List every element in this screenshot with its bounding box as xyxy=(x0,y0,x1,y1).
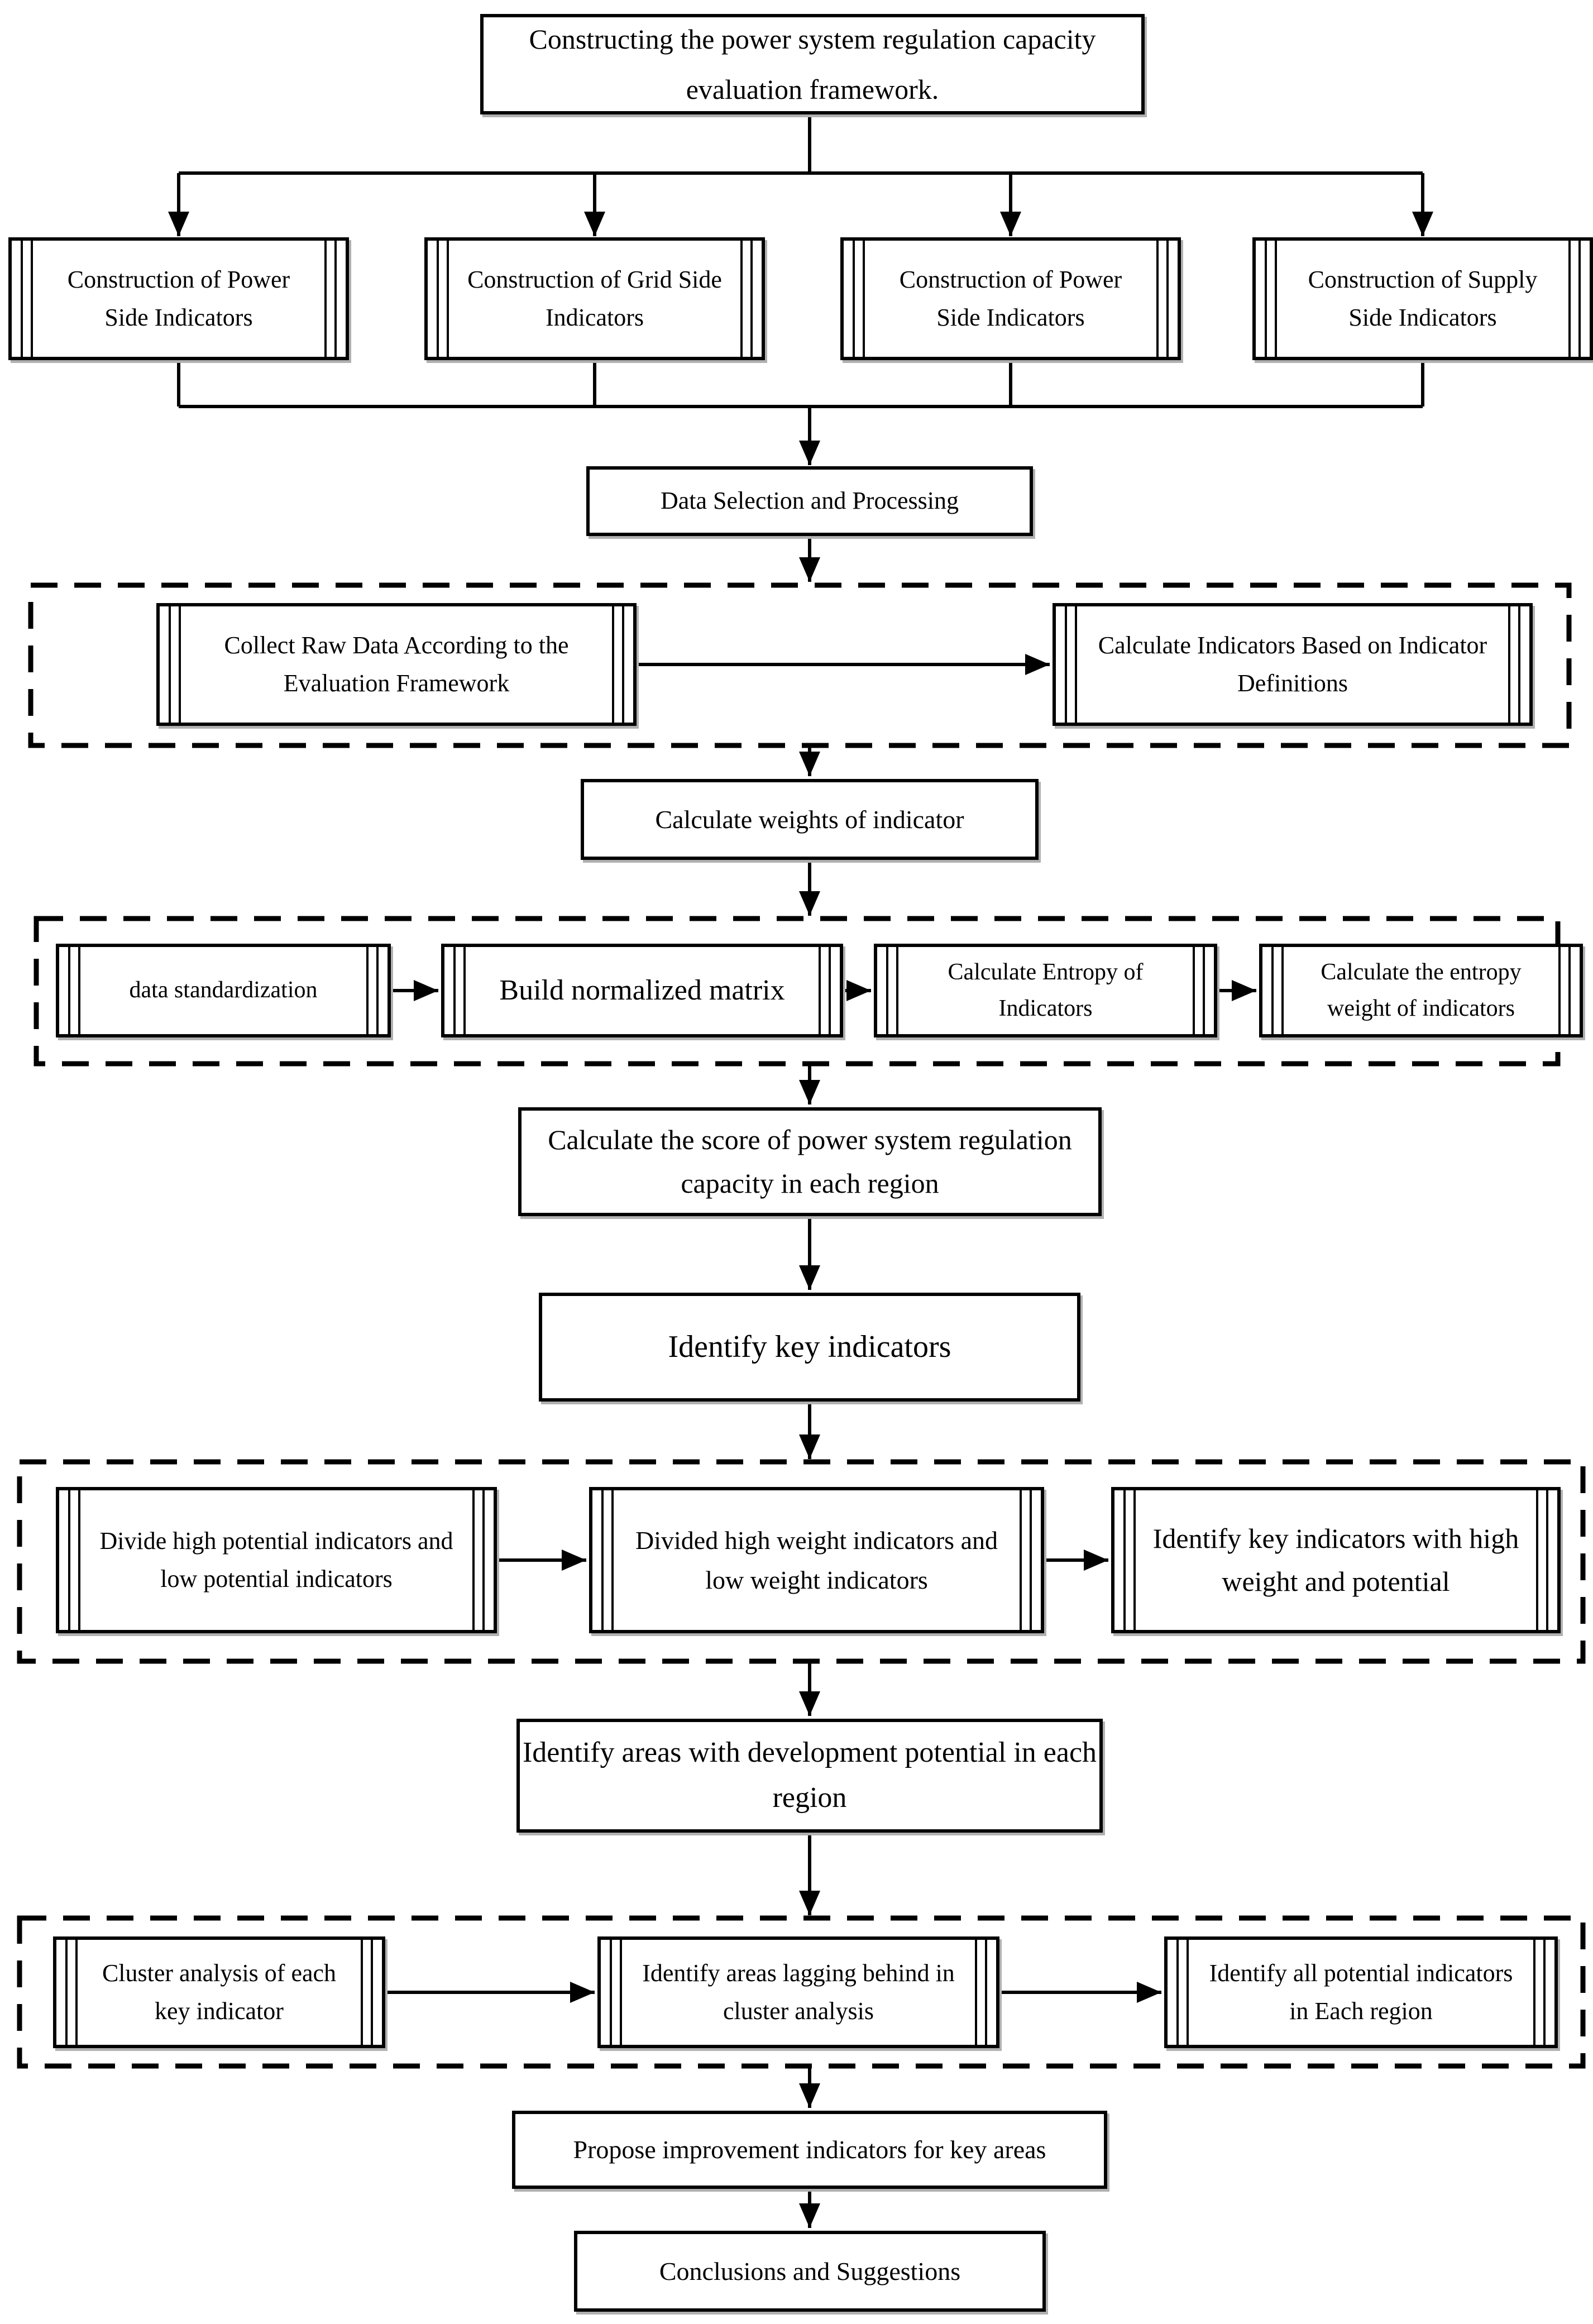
node-conclusions: Conclusions and Suggestions xyxy=(574,2231,1046,2312)
node-label: Identify key indicators xyxy=(668,1330,951,1365)
node-construction-grid-side: Construction of Grid Side Indicators xyxy=(424,237,765,360)
node-identify-areas: Identify areas with development potentia… xyxy=(516,1719,1103,1833)
dashed-group-key-indicators xyxy=(17,1459,1586,1664)
node-label: Construction of Grid Side Indicators xyxy=(467,265,722,331)
node-label: Construction of Power Side Indicators xyxy=(67,265,290,331)
node-label: data standardization xyxy=(129,977,318,1003)
node-label: Constructing the power system regulation… xyxy=(529,23,1096,105)
node-entropy-weight: Calculate the entropy weight of indicato… xyxy=(1259,944,1583,1037)
node-data-standardization: data standardization xyxy=(56,944,391,1037)
node-label: Calculate the score of power system regu… xyxy=(548,1124,1072,1199)
node-label: Identify all potential indicators in Eac… xyxy=(1209,1959,1513,2025)
node-label: Identify areas with development potentia… xyxy=(522,1737,1097,1814)
node-label: Divide high potential indicators and low… xyxy=(99,1527,453,1593)
node-label: Calculate weights of indicator xyxy=(655,805,964,834)
node-label: Calculate Entropy of Indicators xyxy=(948,959,1144,1021)
node-calculate-indicators: Calculate Indicators Based on Indicator … xyxy=(1053,603,1533,726)
node-construction-power-side-1: Construction of Power Side Indicators xyxy=(8,237,349,360)
node-all-potential-indicators: Identify all potential indicators in Eac… xyxy=(1164,1936,1558,2048)
dashed-group-data-processing xyxy=(28,582,1572,748)
node-label: Identify key indicators with high weight… xyxy=(1152,1522,1519,1598)
node-identify-key-indicators: Identify key indicators xyxy=(539,1293,1080,1402)
node-data-selection: Data Selection and Processing xyxy=(586,466,1033,536)
node-build-normalized-matrix: Build normalized matrix xyxy=(441,944,843,1037)
node-calculate-weights: Calculate weights of indicator xyxy=(581,779,1039,860)
node-label: Build normalized matrix xyxy=(499,974,785,1006)
node-label: Calculate the entropy weight of indicato… xyxy=(1321,959,1522,1021)
node-construction-supply-side: Construction of Supply Side Indicators xyxy=(1252,237,1593,360)
node-label: Cluster analysis of each key indicator xyxy=(102,1959,337,2025)
node-calculate-entropy: Calculate Entropy of Indicators xyxy=(874,944,1217,1037)
dashed-group-cluster-analysis xyxy=(17,1915,1586,2069)
node-construction-power-side-2: Construction of Power Side Indicators xyxy=(840,237,1181,360)
node-label: Collect Raw Data According to the Evalua… xyxy=(224,631,569,697)
node-lagging-areas: Identify areas lagging behind in cluster… xyxy=(597,1936,999,2048)
node-label: Calculate Indicators Based on Indicator … xyxy=(1098,631,1487,697)
node-label: Propose improvement indicators for key a… xyxy=(573,2135,1046,2164)
node-framework: Constructing the power system regulation… xyxy=(480,14,1145,114)
node-label: Conclusions and Suggestions xyxy=(659,2256,961,2285)
node-label: Construction of Power Side Indicators xyxy=(899,265,1122,331)
node-label: Data Selection and Processing xyxy=(661,487,959,515)
node-label: Divided high weight indicators and low w… xyxy=(635,1526,998,1594)
node-identify-key-high-weight: Identify key indicators with high weight… xyxy=(1111,1487,1561,1633)
node-collect-raw-data: Collect Raw Data According to the Evalua… xyxy=(156,603,637,726)
node-propose-improvement: Propose improvement indicators for key a… xyxy=(512,2111,1107,2189)
node-label: Identify areas lagging behind in cluster… xyxy=(642,1959,955,2025)
node-calculate-score: Calculate the score of power system regu… xyxy=(518,1107,1102,1216)
node-cluster-analysis: Cluster analysis of each key indicator xyxy=(53,1936,385,2048)
node-divide-weight: Divided high weight indicators and low w… xyxy=(589,1487,1044,1633)
node-label: Construction of Supply Side Indicators xyxy=(1308,265,1538,331)
node-divide-potential: Divide high potential indicators and low… xyxy=(56,1487,497,1633)
